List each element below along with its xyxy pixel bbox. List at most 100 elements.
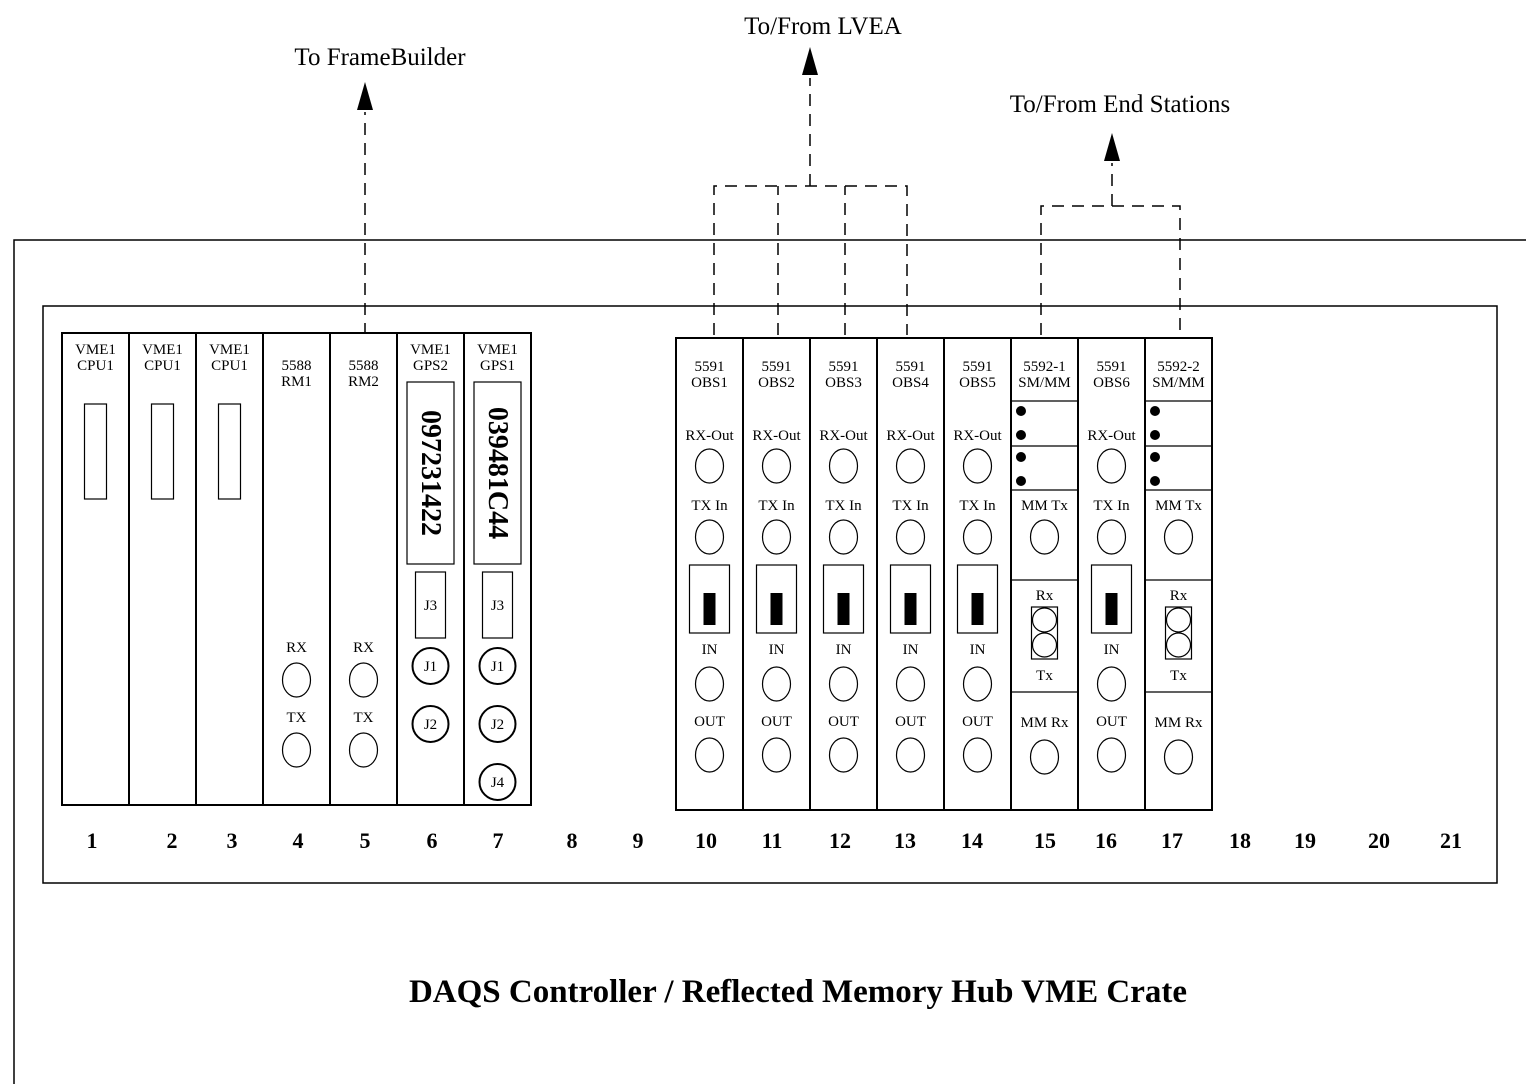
status-led — [1016, 406, 1026, 416]
label-to-framebuilder: To FrameBuilder — [294, 44, 466, 71]
module-text: TX In — [1093, 498, 1130, 514]
fiber-port — [1096, 737, 1127, 773]
slot-number: 6 — [427, 828, 438, 853]
module-text: RX-Out — [685, 428, 734, 444]
fiber-port — [761, 519, 792, 555]
slot-number: 7 — [493, 828, 504, 853]
module-text: RM1 — [281, 374, 312, 390]
module-text: TX In — [959, 498, 996, 514]
module-text: GPS2 — [413, 358, 448, 374]
jack-label: J2 — [424, 717, 437, 733]
module-text: VME1 — [477, 342, 518, 358]
fiber-port — [694, 448, 725, 484]
module-text: RX-Out — [752, 428, 801, 444]
fiber-port — [761, 666, 792, 702]
module-text: OBS1 — [691, 375, 728, 391]
fiber-port — [281, 732, 312, 768]
fiber-port — [694, 519, 725, 555]
module-text: IN — [1104, 642, 1120, 658]
module-text: IN — [702, 642, 718, 658]
module-text: TX In — [758, 498, 795, 514]
jack-label: J1 — [491, 659, 504, 675]
fiber-port — [895, 519, 926, 555]
slot-number: 18 — [1229, 828, 1251, 853]
module-text: Rx — [1170, 588, 1188, 604]
bnc-jack — [478, 763, 517, 801]
module-text: SM/MM — [1152, 375, 1205, 391]
module-text: 5588 — [282, 358, 312, 374]
switch-window — [956, 564, 999, 634]
module-card — [61, 332, 130, 806]
switch-window — [1090, 564, 1133, 634]
module-card — [262, 332, 331, 806]
module-text: RX-Out — [1087, 428, 1136, 444]
module-card — [1144, 337, 1213, 811]
slot-number: 2 — [167, 828, 178, 853]
switch-lever — [1105, 593, 1118, 625]
module-text: TX — [354, 710, 374, 726]
slot-number: 4 — [293, 828, 304, 853]
framebuilder-connection — [357, 82, 373, 335]
status-led — [1150, 430, 1160, 440]
module-text: RX-Out — [953, 428, 1002, 444]
jack-label: J4 — [491, 775, 505, 791]
module-text: Tx — [1036, 668, 1053, 684]
switch-window — [688, 564, 731, 634]
connector-slot — [150, 403, 175, 500]
bnc-jack — [411, 647, 450, 685]
crate-outline — [13, 239, 1526, 1084]
end-stations-connection — [1040, 133, 1181, 335]
module-text: TX In — [691, 498, 728, 514]
lvea-connection — [713, 47, 908, 335]
module-card — [195, 332, 264, 806]
fiber-port — [1029, 519, 1060, 555]
connector-slot — [217, 403, 242, 500]
slot-number: 9 — [633, 828, 644, 853]
jack-label: J1 — [424, 659, 437, 675]
slot-number: 21 — [1440, 828, 1462, 853]
fiber-port — [761, 448, 792, 484]
status-led — [1016, 430, 1026, 440]
switch-lever — [904, 593, 917, 625]
chassis-frame — [42, 305, 1498, 884]
serial-panel — [473, 381, 522, 565]
module-card — [742, 337, 811, 811]
slot-number: 3 — [227, 828, 238, 853]
fiber-port — [1163, 519, 1194, 555]
slot-number: 12 — [829, 828, 851, 853]
module-card — [1077, 337, 1146, 811]
arrow-up-icon — [357, 82, 373, 110]
module-text: 5591 — [963, 359, 993, 375]
switch-lever — [837, 593, 850, 625]
fiber-port — [348, 662, 379, 698]
module-text: MM Tx — [1155, 498, 1202, 514]
fiber-port — [694, 737, 725, 773]
module-text: VME1 — [410, 342, 451, 358]
module-card — [809, 337, 878, 811]
serial-number: 097231422 — [415, 410, 446, 536]
module-text: IN — [769, 642, 785, 658]
status-led — [1150, 476, 1160, 486]
switch-lever — [971, 593, 984, 625]
serial-panel — [406, 381, 455, 565]
fiber-port — [1163, 739, 1194, 775]
slot-number: 14 — [961, 828, 983, 853]
duplex-connector — [1030, 606, 1059, 660]
fiber-port — [895, 666, 926, 702]
duplex-port — [1031, 607, 1058, 633]
status-led — [1016, 452, 1026, 462]
duplex-port — [1165, 632, 1192, 658]
fiber-port — [828, 448, 859, 484]
slot-number: 15 — [1034, 828, 1056, 853]
module-text: TX — [287, 710, 307, 726]
duplex-port — [1031, 632, 1058, 658]
module-text: VME1 — [209, 342, 250, 358]
module-text: TX In — [892, 498, 929, 514]
slot-number: 13 — [894, 828, 916, 853]
